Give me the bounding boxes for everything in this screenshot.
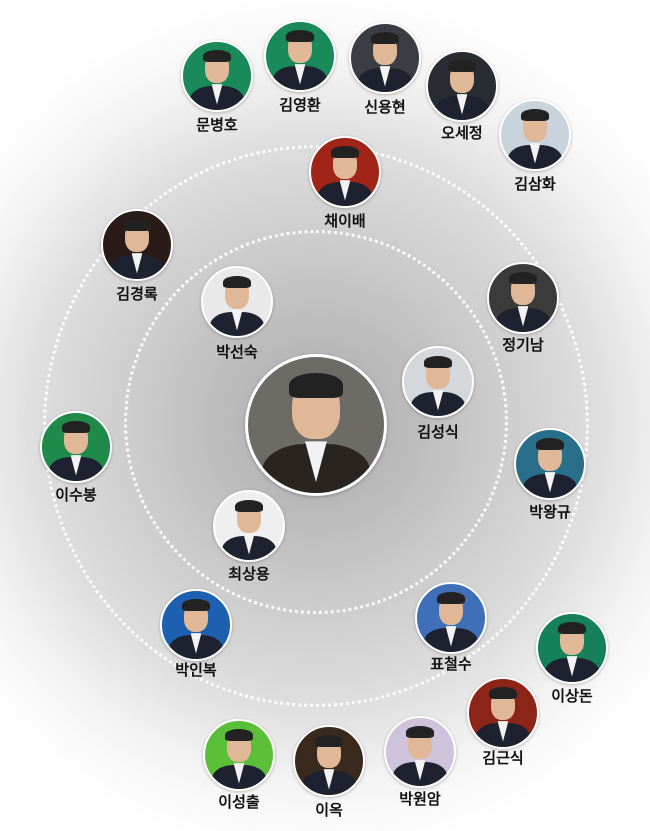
person-photo bbox=[264, 20, 336, 92]
person-photo bbox=[40, 411, 112, 483]
person-name: 이수봉 bbox=[55, 486, 97, 504]
person-photo bbox=[309, 136, 381, 208]
person-photo bbox=[213, 490, 285, 562]
person-name: 오세정 bbox=[441, 124, 483, 142]
person-photo bbox=[101, 209, 173, 281]
person-photo bbox=[467, 677, 539, 749]
person-photo bbox=[402, 346, 474, 418]
person-name: 박선숙 bbox=[216, 343, 258, 361]
inner-ring bbox=[124, 230, 508, 614]
person-photo bbox=[499, 99, 571, 171]
person-photo bbox=[349, 22, 421, 94]
center-person-photo bbox=[245, 354, 387, 496]
person-name: 김경록 bbox=[116, 285, 158, 303]
person-name: 최상용 bbox=[228, 565, 270, 583]
person-name: 신용현 bbox=[364, 98, 406, 116]
person-photo bbox=[384, 716, 456, 788]
person-photo bbox=[536, 612, 608, 684]
person-name: 김근식 bbox=[482, 749, 524, 767]
person-name: 이상돈 bbox=[551, 687, 593, 705]
person-photo bbox=[160, 589, 232, 661]
person-photo bbox=[487, 262, 559, 334]
person-name: 이옥 bbox=[315, 801, 343, 819]
person-name: 박왕규 bbox=[529, 503, 571, 521]
person-photo bbox=[181, 40, 253, 112]
person-name: 정기남 bbox=[502, 336, 544, 354]
person-name: 채이배 bbox=[324, 212, 366, 230]
person-photo bbox=[293, 725, 365, 797]
person-photo bbox=[415, 582, 487, 654]
person-photo bbox=[201, 266, 273, 338]
person-photo bbox=[203, 719, 275, 791]
person-name: 이성출 bbox=[218, 793, 260, 811]
person-photo bbox=[514, 428, 586, 500]
person-name: 김영환 bbox=[279, 96, 321, 114]
person-name: 박원암 bbox=[399, 790, 441, 808]
person-name: 김성식 bbox=[417, 423, 459, 441]
person-name: 표철수 bbox=[430, 655, 472, 673]
person-name: 박인복 bbox=[175, 661, 217, 679]
person-name: 김삼화 bbox=[514, 175, 556, 193]
person-photo bbox=[426, 50, 498, 122]
outer-ring bbox=[43, 145, 589, 707]
person-name: 문병호 bbox=[196, 116, 238, 134]
